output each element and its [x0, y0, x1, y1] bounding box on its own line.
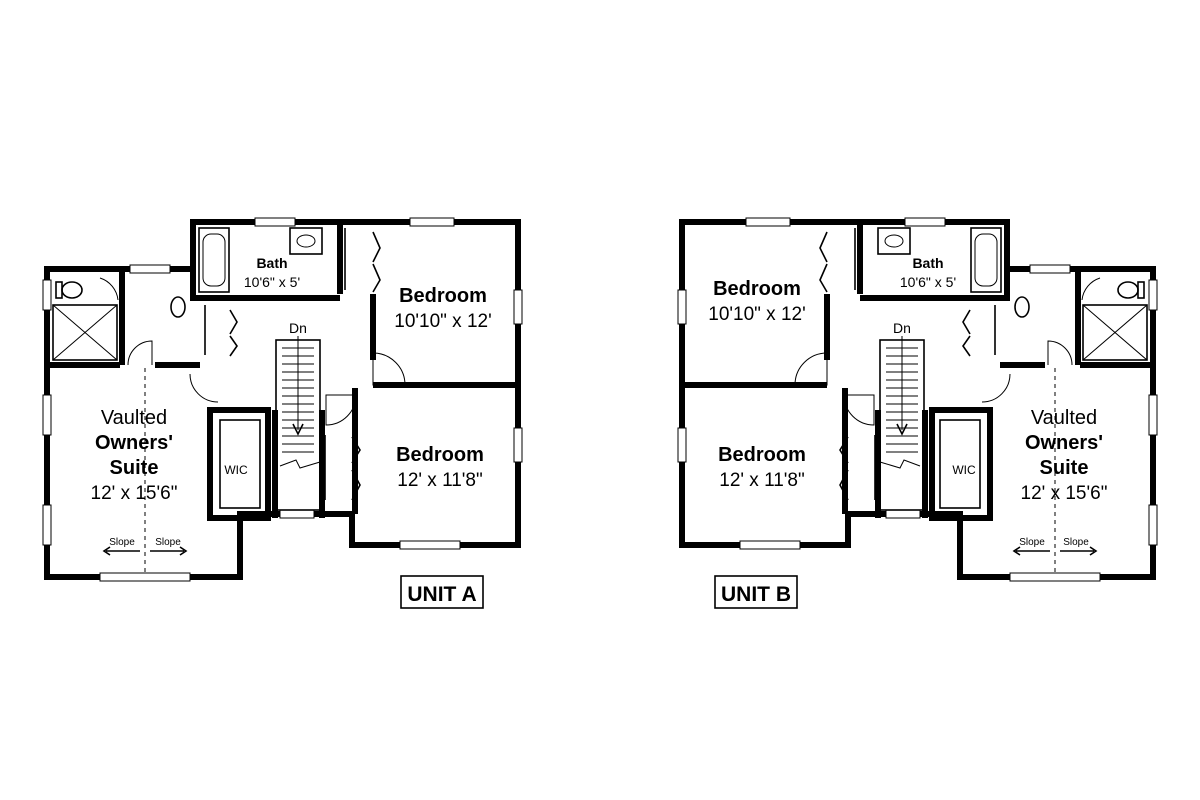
unit-b-slope-right: Slope [1063, 537, 1089, 548]
unit-a-window [42, 279, 52, 311]
unit-b-stair-label: Dn [893, 320, 911, 336]
unit-a-window [399, 540, 461, 550]
unit-a-closet-door [344, 228, 381, 293]
unit-a-toilet [61, 281, 83, 299]
unit-a-bath-label: Bath [256, 255, 287, 271]
unit-a-slope-right: Slope [155, 537, 181, 548]
unit-b-bedroom-bottom-label: Bedroom [718, 444, 806, 466]
unit-a-master-sink [170, 296, 186, 318]
unit-a-interior-walls [47, 222, 518, 521]
unit-b-suite-dims: 12' x 15'6" [1021, 483, 1108, 504]
unit-a-window [254, 217, 296, 227]
unit-a-stair-label: Dn [289, 320, 307, 336]
unit-a-window [42, 394, 52, 436]
unit-a-window [99, 572, 191, 582]
unit-b-suite-line2: Owners' [1025, 432, 1103, 454]
unit-b-interior-walls [682, 222, 1153, 521]
unit-a-slope-arrow [150, 546, 188, 556]
unit-a-wic-label: WIC [224, 463, 248, 477]
unit-a-suite-line3: Suite [110, 457, 159, 479]
unit-a-window [513, 427, 523, 463]
unit-a-shower [52, 304, 118, 361]
unit-a-bedroom-top-dims: 10'10" x 12' [394, 311, 491, 332]
unit-a-bath-dims: 10'6" x 5' [244, 274, 300, 290]
unit-b-slope-left: Slope [1019, 537, 1045, 548]
unit-a-sink [289, 227, 323, 255]
unit-a-stairs [275, 336, 321, 511]
unit-b-labels: Bath 10'6" x 5' Bedroom 10'10" x 12' Bed… [708, 255, 1108, 609]
unit-a-window [409, 217, 455, 227]
unit-a-bedroom-top-label: Bedroom [399, 285, 487, 307]
unit-a-window [279, 509, 315, 519]
unit-b-wic-label: WIC [952, 463, 976, 477]
unit-b-title-box [714, 575, 798, 609]
unit-a-suite-line1: Vaulted [101, 407, 167, 429]
unit-a-title-box [400, 575, 484, 609]
unit-b-bedroom-top-label: Bedroom [713, 278, 801, 300]
unit-b-title: UNIT B [721, 583, 791, 606]
unit-b-stairs [879, 336, 925, 511]
unit-a-bedroom-bottom-dims: 12' x 11'8" [397, 470, 482, 491]
unit-b-suite-line1: Vaulted [1031, 407, 1097, 429]
unit-a-window [129, 264, 171, 274]
unit-b-bath-dims: 10'6" x 5' [900, 274, 956, 290]
unit-b-plan [677, 217, 1158, 582]
unit-a-window [42, 504, 52, 546]
unit-b-shower [1082, 304, 1148, 361]
unit-b-bathtub [970, 227, 1002, 293]
unit-a-plan: Bath 10'6" x 5' Bedroom 10'10" x 12' Bed… [42, 217, 523, 609]
unit-b-suite-line3: Suite [1040, 457, 1089, 479]
unit-b-sink [877, 227, 911, 255]
unit-a-door-swing [372, 352, 406, 386]
unit-a-bedroom-bottom-label: Bedroom [396, 444, 484, 466]
unit-b-bath-label: Bath [912, 255, 943, 271]
unit-a-bathtub [198, 227, 230, 293]
unit-a-title: UNIT A [407, 583, 476, 606]
unit-a-slope-left: Slope [109, 537, 135, 548]
unit-b-bedroom-top-dims: 10'10" x 12' [708, 304, 805, 325]
unit-a-window [513, 289, 523, 325]
unit-a-suite-line2: Owners' [95, 432, 173, 454]
unit-a-slope-arrow [102, 546, 140, 556]
unit-a-suite-dims: 12' x 15'6" [91, 483, 178, 504]
unit-b-bedroom-bottom-dims: 12' x 11'8" [719, 470, 804, 491]
